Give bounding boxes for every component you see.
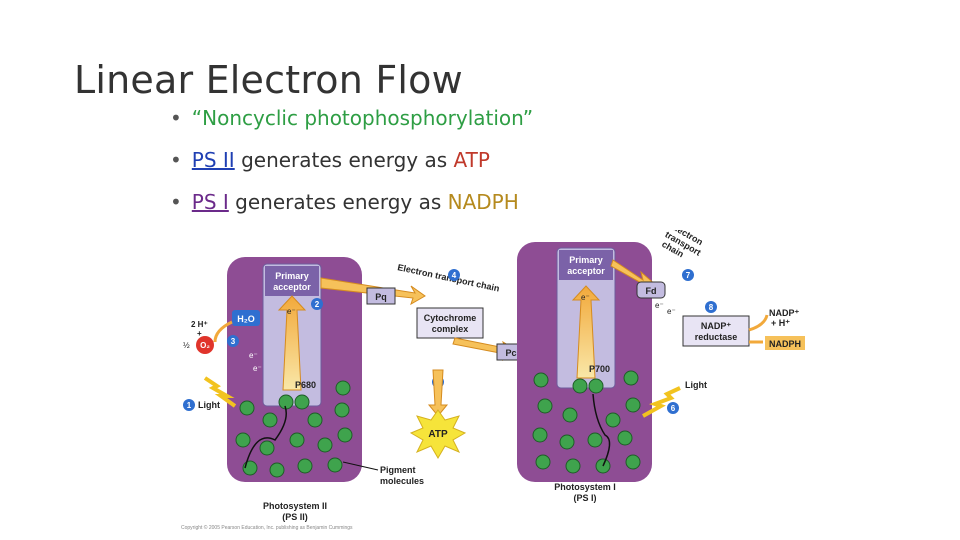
step-2-badge xyxy=(311,298,323,310)
electron-label: e⁻ xyxy=(667,307,676,316)
copyright-text: Copyright © 2005 Pearson Education, Inc.… xyxy=(181,524,353,531)
step-7-label: 7 xyxy=(686,271,691,280)
pigment-pointer xyxy=(342,461,379,471)
pigment-label: Pigment xyxy=(380,465,416,475)
slide-title: Linear Electron Flow xyxy=(74,58,463,102)
bullet-ps1: • PS I generates energy as NADPH xyxy=(170,187,533,229)
atp-burst xyxy=(409,409,467,459)
nadp-plus-label: + H⁺ xyxy=(771,318,790,328)
bullet-noncyclic: • “Noncyclic photophosphorylation” xyxy=(170,103,533,145)
h2o-box xyxy=(232,310,260,326)
ps1-acceptor-label: Primary xyxy=(569,255,603,265)
half-label: ½ xyxy=(183,341,190,350)
o2-label: O₂ xyxy=(200,341,210,350)
cytochrome-label: Cytochrome xyxy=(424,313,477,323)
step-3-badge xyxy=(227,335,239,347)
ps2-link[interactable]: PS II xyxy=(191,148,235,172)
fd-label: Fd xyxy=(646,286,657,296)
nadp-plus-label: NADP⁺ xyxy=(769,308,800,318)
ps2-excitation-path xyxy=(244,405,287,469)
pq-label: Pq xyxy=(375,292,387,302)
step-4-badge xyxy=(448,269,460,281)
step-6-label: 6 xyxy=(671,404,676,413)
pigment-label: molecules xyxy=(380,476,424,486)
p700-pigment xyxy=(588,378,604,394)
pq-box xyxy=(366,287,396,305)
lightning-right-icon xyxy=(642,386,681,418)
bullet-text: generates energy as xyxy=(234,148,454,172)
ps1-pigment-group xyxy=(532,370,641,474)
lightning-left-icon xyxy=(203,376,237,408)
plus-label: + xyxy=(197,329,202,338)
electron-flow-diagram: Primary acceptor P680 Photosystem II (PS… xyxy=(181,230,805,531)
ps1-acceptor-box xyxy=(559,250,613,280)
light-left-label: Light xyxy=(198,400,220,410)
bullet-dot: • xyxy=(170,148,182,172)
atp-accent: ATP xyxy=(453,148,490,172)
nadph-box xyxy=(765,336,805,350)
step-7-badge xyxy=(682,269,694,281)
electron-label: e⁻ xyxy=(655,301,664,310)
p680-label: P680 xyxy=(295,380,316,390)
ps2-label: (PS II) xyxy=(282,512,308,522)
p700-pigment xyxy=(572,378,588,394)
atp-arrow xyxy=(427,369,449,417)
electron-label: e⁻ xyxy=(581,293,590,302)
ps2-energy-arrow xyxy=(277,295,307,391)
ps1-label: (PS I) xyxy=(573,493,596,503)
etc-label-2: Electron transport chain xyxy=(660,230,704,259)
bullet-list: • “Noncyclic photophosphorylation” • PS II… xyxy=(170,103,533,229)
ps1-acceptor-label: acceptor xyxy=(567,266,605,276)
ps2-acceptor-label: acceptor xyxy=(273,282,311,292)
nadp-arrow xyxy=(748,314,769,332)
light-right-label: Light xyxy=(685,380,707,390)
step-2-label: 2 xyxy=(315,300,320,309)
ps2-acceptor-box xyxy=(265,266,319,296)
bullet-dot: • xyxy=(170,190,182,214)
ps1-excitation-path xyxy=(592,393,611,467)
fd-box xyxy=(636,281,666,299)
step-8-label: 8 xyxy=(709,303,714,312)
ps1-label: Photosystem I xyxy=(554,482,616,492)
h2o-label: H₂O xyxy=(237,314,255,324)
electron-label: e⁻ xyxy=(253,364,262,373)
step-1-badge xyxy=(183,399,195,411)
bullet-text: generates energy as xyxy=(228,190,448,214)
p680-pigment xyxy=(294,394,310,410)
electron-label: e⁻ xyxy=(249,351,258,360)
p700-label: P700 xyxy=(589,364,610,374)
bullet-ps2: • PS II generates energy as ATP xyxy=(170,145,533,187)
nadp-reductase-label: NADP⁺ xyxy=(701,321,732,331)
ps1-energy-arrow xyxy=(571,285,601,379)
pc-label: Pc xyxy=(505,348,516,358)
two-h-label: 2 H⁺ xyxy=(191,320,208,329)
o2-badge xyxy=(196,336,214,354)
cytochrome-label: complex xyxy=(432,324,469,334)
bullet-text: “Noncyclic photophosphorylation” xyxy=(191,106,534,130)
ps1-link[interactable]: PS I xyxy=(191,190,229,214)
nadp-reductase-box xyxy=(682,315,750,347)
ps2-pigment-group xyxy=(235,380,353,478)
electron-label: e⁻ xyxy=(287,307,296,316)
step-6-badge xyxy=(667,402,679,414)
step-1-label: 1 xyxy=(187,401,192,410)
nadph-label: NADPH xyxy=(769,339,801,349)
atp-label: ATP xyxy=(428,429,448,440)
ps2-label: Photosystem II xyxy=(263,501,327,511)
bullet-dot: • xyxy=(170,106,182,130)
step-8-badge xyxy=(705,301,717,313)
step-4-label: 4 xyxy=(452,271,457,280)
step-3-label: 3 xyxy=(231,337,236,346)
nadp-reductase-label: reductase xyxy=(695,332,738,342)
water-arrow xyxy=(213,320,233,343)
cytochrome-box xyxy=(416,307,484,339)
nadph-accent: NADPH xyxy=(447,190,519,214)
ps2-acceptor-label: Primary xyxy=(275,271,309,281)
